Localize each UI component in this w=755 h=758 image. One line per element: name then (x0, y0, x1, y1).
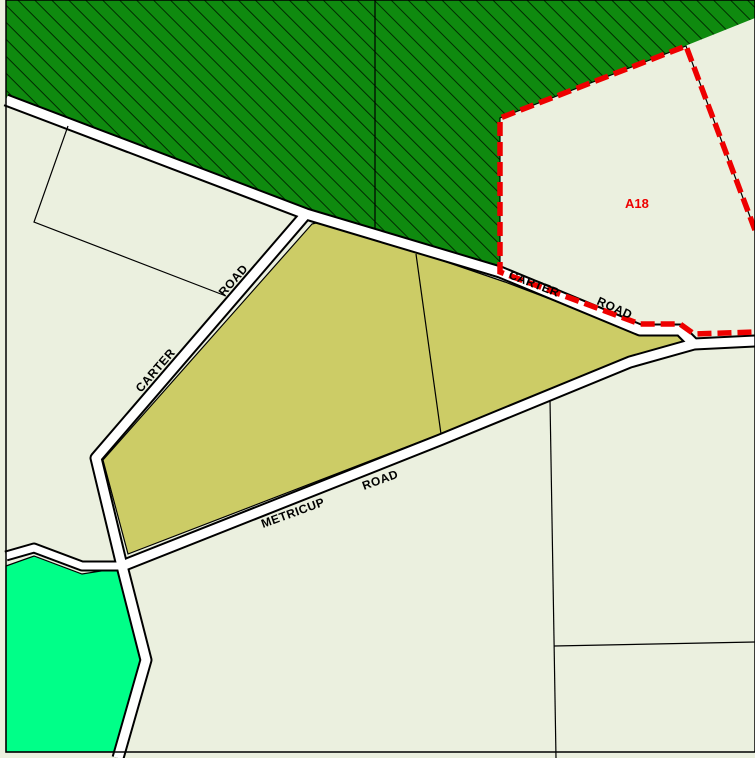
road-network (3, 93, 755, 758)
lot-boundary-west (33, 125, 227, 297)
cadastral-boundaries (33, 45, 755, 758)
map-frame (5, 0, 755, 753)
highlighted-parcel (103, 222, 688, 554)
lot-boundary-parcel-split (415, 253, 442, 435)
a18-dashed-outline (497, 42, 755, 337)
side-road (5, 544, 122, 570)
metricup-road (120, 339, 696, 571)
lot-boundary-south-horizontal (553, 641, 755, 647)
forest-reserve-area (6, 0, 755, 272)
lot-boundary-south-vertical (549, 399, 557, 758)
area-label-a18: A18 (625, 196, 649, 211)
